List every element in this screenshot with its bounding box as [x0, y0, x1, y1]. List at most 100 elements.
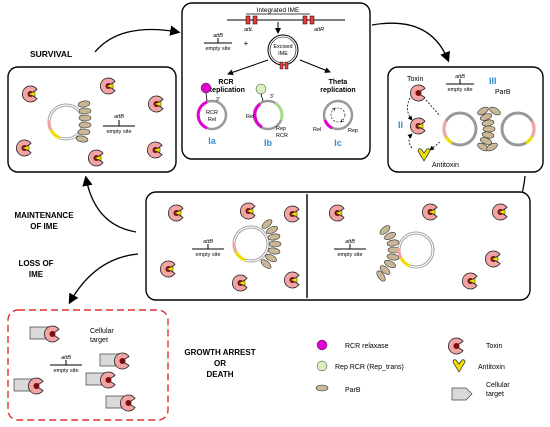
attb-label: attB: [455, 74, 465, 80]
theta-label: Theta: [329, 79, 348, 86]
arrow-to-ta: [371, 22, 450, 63]
maintenance-label: OF IME: [30, 222, 58, 231]
arrow-to-excision: [94, 25, 181, 53]
plus-sign: +: [244, 39, 249, 48]
roman-iii-label: III: [489, 76, 497, 86]
toxin-icon: [421, 203, 438, 221]
ime-bar: [245, 15, 251, 25]
death-box: [7, 309, 169, 421]
arrow-loss: [68, 253, 139, 305]
toxin-icon: [15, 139, 32, 157]
ime-bar: [302, 15, 308, 25]
toxin-icon: [146, 141, 163, 159]
legend-toxin-label: Toxin: [486, 343, 502, 350]
toxin-antitoxin-complex-icon: [409, 117, 426, 135]
ib-rcr-label: RCR: [276, 133, 288, 139]
ic-label: Ic: [334, 138, 342, 148]
survival-label: SURVIVAL: [30, 49, 72, 59]
ib-rel-label: Rel: [246, 114, 254, 120]
toxin-icon: [283, 271, 300, 289]
legend-parb-label: ParB: [345, 387, 361, 394]
attb-site: attB empty site: [103, 114, 135, 135]
empty-site-label: empty site: [106, 129, 131, 135]
rcr-label: RCR: [218, 79, 233, 86]
legend-rep-label: Rep RCR (Rep_trans): [335, 364, 404, 371]
toxin-icon: [167, 204, 184, 222]
legend-rep-icon: [316, 360, 328, 372]
rep-icon: [255, 83, 267, 95]
attb-label: attB: [114, 114, 124, 120]
survival-box: [7, 66, 177, 173]
attb-label: attB: [61, 355, 71, 361]
excised-ime-circle: [267, 34, 299, 66]
cellular-target-label: Cellular: [90, 328, 114, 335]
legend-antitoxin-icon: [452, 359, 466, 373]
paired-plasmids: [442, 105, 536, 153]
replication-panel: Integrated IME attL attR attB empty site…: [181, 2, 371, 160]
antitoxin-label: Antitoxin: [432, 162, 459, 169]
toxin-icon: [231, 274, 248, 292]
ia-label: Ia: [208, 136, 217, 146]
empty-site-label: empty site: [53, 368, 78, 374]
maintenance-label: MAINTENANCE: [14, 211, 74, 220]
toxin-icon: [484, 250, 501, 268]
ta-box: [387, 66, 544, 173]
death-panel: Cellular target attB empty site: [7, 309, 169, 421]
theta-label: replication: [320, 87, 355, 94]
legend-relaxase-label: RCR relaxase: [345, 343, 389, 350]
legend-antitoxin-label: Antitoxin: [478, 364, 505, 371]
prime-label: 3': [216, 97, 220, 103]
legend-target-icon: [451, 387, 473, 401]
roman-ii-label: II: [398, 120, 403, 130]
ime-bar: [252, 15, 258, 25]
ta-panel: Toxin attB empty site III ParB II Antito…: [387, 66, 544, 173]
ic-rep-label: Rep: [348, 128, 358, 134]
growth-arrest-label: OR: [214, 359, 226, 368]
legend-target-label: target: [486, 391, 504, 398]
attb-site: attB empty site: [334, 239, 366, 258]
prime-label: 3': [270, 94, 274, 100]
ic-rel-label: Rel: [313, 127, 321, 133]
legend-relaxase-icon: [316, 339, 328, 351]
arrow-maintenance: [82, 175, 137, 233]
toxin-icon: [159, 260, 176, 278]
replication-box: [181, 2, 371, 160]
toxin-icon: [328, 204, 345, 222]
loss-label: IME: [29, 270, 44, 279]
toxin-icon: [461, 272, 478, 290]
empty-site-label: empty site: [205, 46, 230, 52]
toxin-icon: [283, 205, 300, 223]
theta-arrow: [299, 59, 331, 73]
legend: RCR relaxase Rep RCR (Rep_trans) ParB To…: [315, 337, 510, 401]
parb-label: ParB: [495, 89, 511, 96]
survival-panel: attB empty site: [7, 66, 177, 173]
ib-plasmid: 3' Rel Rep RCR: [246, 83, 288, 139]
legend-parb-icon: [315, 384, 329, 392]
rcr-arrow: [227, 59, 269, 76]
cellular-target-label: target: [90, 337, 108, 344]
growth-arrest-label: DEATH: [207, 370, 234, 379]
relaxase-icon: [200, 82, 212, 94]
empty-site-label: empty site: [337, 252, 362, 258]
excised-label: IME: [278, 51, 288, 57]
excised-label: Excised: [273, 44, 292, 50]
maintenance-panel: attB empty site attB empty site: [145, 191, 531, 301]
ic-plasmid: Rel Rep: [313, 99, 358, 134]
empty-site-label: empty site: [447, 87, 472, 93]
toxin-icon: [87, 149, 104, 167]
ib-label: Ib: [264, 138, 273, 148]
empty-site-label: empty site: [195, 252, 220, 258]
attr-label: attR: [314, 27, 324, 33]
ia-plasmid: 3' RCR Rel: [196, 82, 228, 131]
attl-label: attL: [244, 27, 253, 33]
rcr-label: Replication: [207, 87, 245, 94]
loss-label: LOSS OF: [18, 259, 53, 268]
legend-target-label: Cellular: [486, 382, 510, 389]
ime-bar: [309, 15, 315, 25]
attb-label: attB: [203, 239, 213, 245]
attb-site: attB empty site: [50, 355, 82, 374]
attb-site: attB empty site: [192, 239, 224, 258]
ia-rcr-label: RCR: [206, 110, 218, 116]
toxin-icon: [147, 95, 164, 113]
